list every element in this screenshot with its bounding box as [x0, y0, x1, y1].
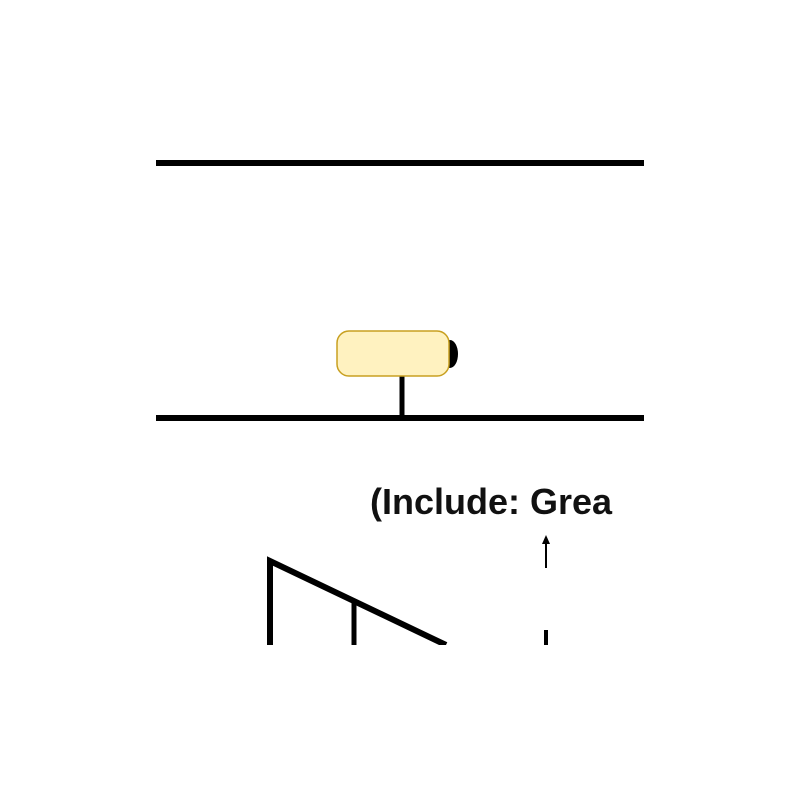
arrow-head	[542, 535, 550, 544]
diagram-crop-region: (Include: Grea	[156, 140, 644, 645]
diagram-svg	[156, 160, 644, 645]
node-highlight	[336, 330, 450, 377]
slanted-structure-outline	[267, 556, 448, 645]
include-note-text: (Include: Grea	[370, 481, 613, 522]
